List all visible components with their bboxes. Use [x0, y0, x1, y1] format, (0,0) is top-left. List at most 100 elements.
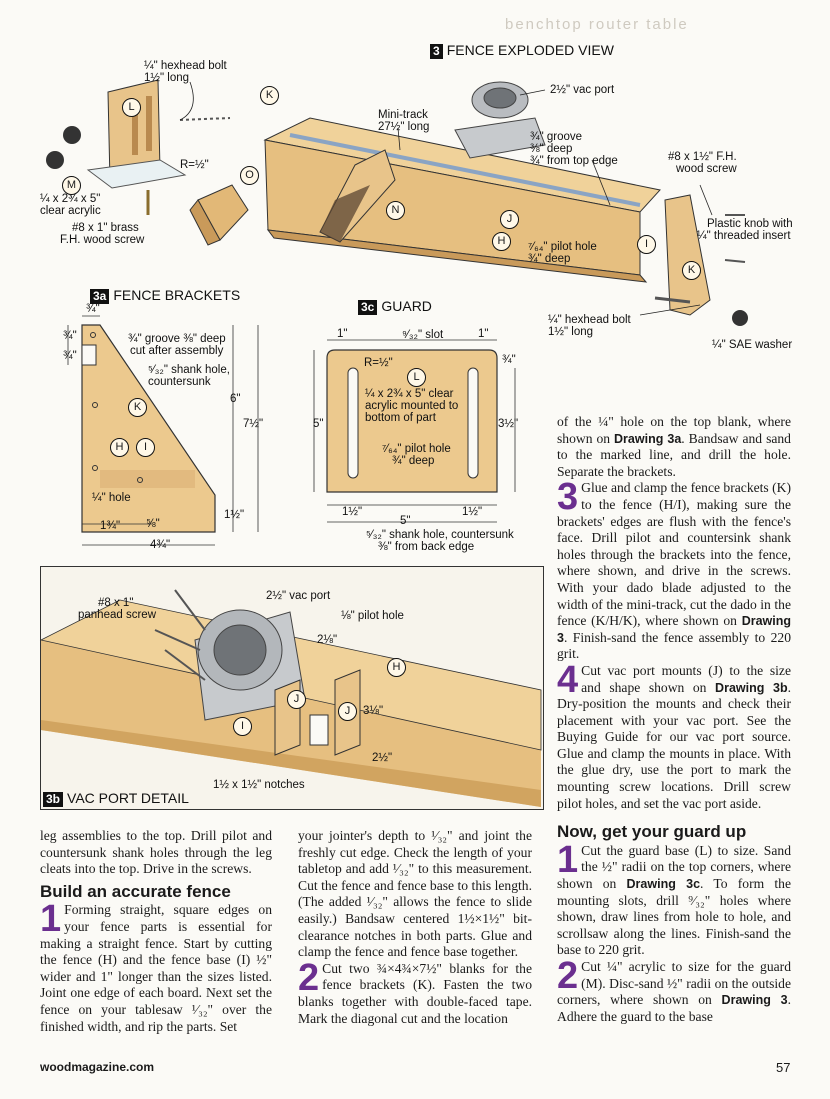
running-header: benchtop router table [505, 16, 689, 33]
dim-guard-5-bottom: 5" [400, 515, 411, 527]
text-column-left: leg assemblies to the top. Drill pilot a… [40, 828, 272, 1035]
label-pilot-hole: ⁷⁄₆₄" pilot hole [528, 241, 597, 253]
text-column-middle: your jointer's depth to ¹⁄₃₂" and joint … [298, 828, 532, 1027]
dim-left-34a: ¾" [63, 330, 77, 342]
paragraph: of the ¼" hole on the top blank, where s… [557, 414, 791, 480]
part-marker-H: H [492, 232, 511, 251]
label-bracket-groove: ¾" groove ⅜" deep [128, 333, 226, 345]
part-marker-O: O [240, 166, 259, 185]
figure-badge: 3c [358, 300, 378, 315]
part-marker-J2: J [338, 702, 357, 721]
part-marker-H: H [110, 438, 129, 457]
label-bracket-shank: ⁵⁄₃₂" shank hole, [148, 364, 230, 376]
step-number: 1 [40, 898, 62, 941]
step-number: 1 [557, 838, 579, 881]
figure-badge: 3b [43, 792, 64, 807]
label-notches: 1½ x 1½" notches [213, 779, 305, 791]
text-run: Cut the guard base (L) to size. Sand the… [557, 842, 791, 892]
part-marker-J: J [500, 210, 519, 229]
drawing-ref: Drawing 3b [715, 680, 788, 695]
label-hexbolt-bottom: ¼" hexhead bolt [548, 314, 631, 326]
dim-guard-5: 5" [313, 418, 324, 430]
label-fh-screw-2: wood screw [676, 163, 737, 175]
step-number: 3 [557, 476, 579, 519]
label-brass-screw-2: F.H. wood screw [60, 234, 145, 246]
text-run: Cut ¼" acrylic to size for the guard (M)… [557, 959, 791, 1008]
text-run: Cut vac port mounts (J) to the size and … [581, 662, 791, 695]
label-brass-screw: #8 x 1" brass [72, 222, 139, 234]
part-marker-J: J [287, 690, 306, 709]
label-guard-acrylic-2: acrylic mounted to [365, 400, 459, 412]
dim-guard-1-left: 1" [337, 328, 348, 340]
part-marker-K: K [260, 86, 279, 105]
label-guard-radius: R=½" [364, 357, 393, 369]
label-fh-screw: #8 x 1½" F.H. [668, 151, 737, 163]
label-bracket-shank-2: countersunk [148, 376, 211, 388]
step-text: Cut two ¾×4¾×7½" blanks for the fence br… [298, 960, 532, 1026]
dim-detail-2-125: 2⅛" [317, 634, 338, 646]
figure-badge: 3a [90, 289, 110, 304]
text-column-right: of the ¼" hole on the top blank, where s… [557, 414, 791, 1025]
label-minitrack-length: 27½" long [378, 121, 430, 133]
label-hexbolt-top: ¼" hexhead bolt [144, 60, 227, 72]
step-number: 2 [557, 955, 579, 997]
part-marker-L: L [122, 98, 141, 117]
section-heading: Build an accurate fence [40, 881, 231, 901]
paragraph: leg assemblies to the top. Drill pilot a… [40, 828, 272, 877]
text-run: . Finish-sand the fence assembly to 220 … [557, 629, 791, 662]
part-marker-K: K [128, 398, 147, 417]
dim-7-5: 7½" [243, 418, 264, 430]
label-guard-pilot: ⁷⁄₆₄" pilot hole [382, 443, 451, 455]
label-acrylic: ¼ x 2¾ x 5" [40, 193, 101, 205]
label-guard-acrylic-3: bottom of part [365, 412, 436, 424]
label-acrylic-2: clear acrylic [40, 205, 101, 217]
label-groove-deep: ⅜" deep [530, 143, 573, 155]
figure-badge: 3 [430, 44, 443, 59]
text-run: . Dry-position the mounts and check thei… [557, 679, 791, 811]
figure-title-text: FENCE BRACKETS [113, 287, 241, 303]
part-marker-I: I [233, 717, 252, 736]
dim-guard-1-5-right: 1½" [462, 506, 483, 518]
dim-5-8: ⅝" [146, 518, 160, 530]
text-run: . Bandsaw and sand to the marked line, a… [557, 430, 791, 479]
drawing-ref: Drawing 3 [721, 993, 788, 1008]
text-run: Glue and clamp the fence brackets (K) to… [557, 480, 791, 629]
label-guard-pilot-2: ¾" deep [392, 455, 435, 467]
label-guard-shank-2: ⅜" from back edge [378, 541, 475, 553]
drawing-ref: Drawing 3c [626, 877, 701, 892]
dim-detail-3-125: 3⅛" [363, 705, 384, 717]
label-detail-pilot: ⅛" pilot hole [341, 610, 404, 622]
label-pilot-depth: ¾" deep [528, 253, 571, 265]
part-marker-M: M [62, 176, 81, 195]
part-marker-K2: K [682, 261, 701, 280]
figure-title-text: GUARD [381, 298, 432, 314]
dim-6: 6" [230, 393, 241, 405]
figure-title-text: FENCE EXPLODED VIEW [446, 42, 614, 58]
label-hexbolt-top-length: 1½" long [144, 72, 190, 84]
dim-guard-3-5: 3½" [498, 418, 519, 430]
footer-site[interactable]: woodmagazine.com [40, 1060, 155, 1074]
dim-1-5: 1½" [224, 509, 245, 521]
dim-left-34b: ¾" [63, 350, 77, 362]
text-run: . To form the mounting slots, drill ⁹⁄₃₂… [557, 876, 791, 958]
text-run: of the ¼" hole on the top blank, where s… [557, 414, 791, 446]
label-guard-shank: ⁵⁄₃₂" shank hole, countersunk [366, 529, 514, 541]
step-text: Forming straight, square edges on your f… [40, 902, 272, 1034]
dim-guard-1-5-left: 1½" [342, 506, 363, 518]
step-number: 4 [557, 658, 579, 701]
label-groove: ¾" groove [530, 131, 583, 143]
part-marker-L: L [407, 368, 426, 387]
paragraph: your jointer's depth to ¹⁄₃₂" and joint … [298, 828, 532, 960]
label-groove-edge: ¾" from top edge [530, 155, 618, 167]
dim-4-75: 4¾" [150, 539, 171, 551]
label-minitrack: Mini-track [378, 109, 428, 121]
label-guard-acrylic: ¼ x 2¾ x 5" clear [365, 388, 454, 400]
part-marker-N: N [386, 201, 405, 220]
